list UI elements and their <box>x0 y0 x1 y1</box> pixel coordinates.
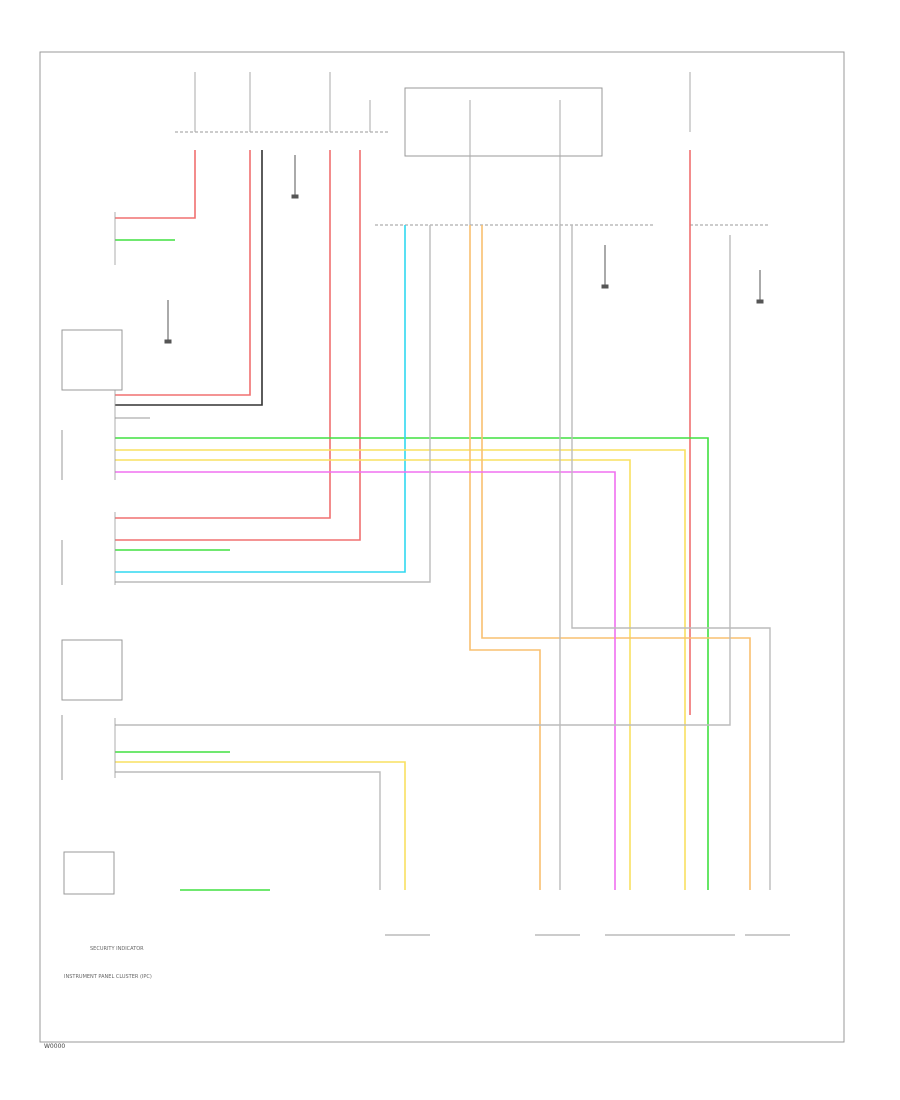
fuse-block-top <box>175 87 770 226</box>
yellow-wires <box>115 449 686 890</box>
green-wires <box>115 239 709 891</box>
orange-wires <box>469 225 751 890</box>
label-security-indicator: SECURITY INDICATOR <box>90 946 144 952</box>
black-wires <box>115 150 263 406</box>
cyan-wires <box>115 225 406 573</box>
ground-symbols <box>164 155 764 344</box>
label-instrument-cluster: INSTRUMENT PANEL CLUSTER (IPC) <box>64 974 152 980</box>
pink-wires <box>115 471 616 890</box>
fuse-feeds <box>194 72 691 225</box>
gray-wires <box>115 225 771 890</box>
red-wires <box>115 150 691 715</box>
diagram-frame <box>39 51 845 1043</box>
page-code: W0000 <box>44 1043 65 1050</box>
module-outlines <box>61 329 123 895</box>
